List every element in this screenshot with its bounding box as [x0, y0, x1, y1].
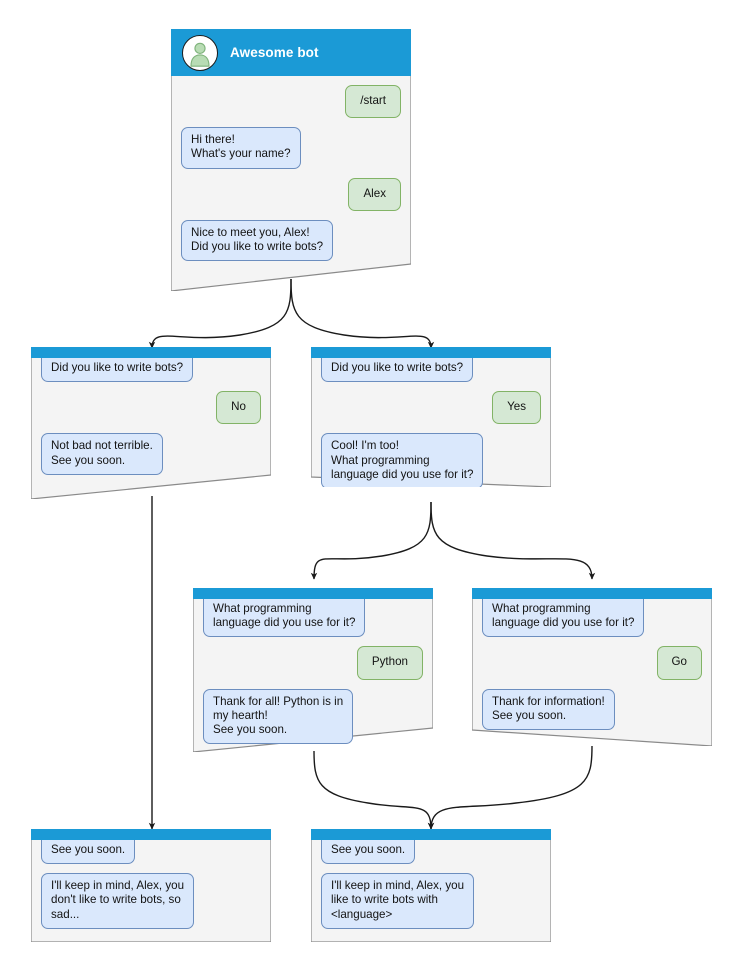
card-no-branch-chat: Did you like to write bots? No Not bad n… [31, 358, 271, 494]
card-root-header: Awesome bot [171, 29, 411, 76]
card-root-content: Awesome bot /start Hi there! What's your… [171, 29, 411, 291]
bot-message-bubble: What programming language did you use fo… [482, 599, 645, 638]
card-end-sad-chat: See you soon. I'll keep in mind, Alex, y… [31, 840, 271, 942]
message-row: Did you like to write bots? [321, 358, 541, 383]
bot-message-bubble: What programming language did you use fo… [203, 599, 366, 638]
user-message-bubble: Yes [492, 391, 541, 425]
message-row: Go [482, 646, 712, 680]
user-message-bubble: No [216, 391, 261, 425]
edge-root-to-no [148, 278, 292, 349]
message-row: Did you like to write bots? [41, 358, 261, 383]
card-go-branch-chat: What programming language did you use fo… [472, 599, 712, 746]
card-end-happy[interactable]: See you soon. I'll keep in mind, Alex, y… [311, 829, 551, 942]
card-no-branch-header [31, 347, 271, 358]
edge-go-to-end-happy [427, 745, 593, 830]
card-yes-branch-header [311, 347, 551, 358]
message-row: Yes [321, 391, 551, 425]
message-row: Alex [181, 177, 411, 211]
card-yes-branch-content: Did you like to write bots? Yes Cool! I'… [311, 347, 551, 487]
message-row: See you soon. [41, 840, 261, 865]
message-row: Not bad not terrible. See you soon. [41, 433, 261, 475]
bot-message-bubble: Not bad not terrible. See you soon. [41, 433, 163, 475]
message-row: I'll keep in mind, Alex, you like to wri… [321, 873, 541, 929]
message-row: Nice to meet you, Alex! Did you like to … [181, 219, 401, 262]
bot-message-bubble: Did you like to write bots? [321, 358, 474, 383]
card-go-branch-header [472, 588, 712, 599]
bot-message-bubble: Cool! I'm too! What programming language… [321, 433, 484, 487]
bot-message-bubble: See you soon. [321, 840, 416, 865]
message-row: Thank for all! Python is in my hearth! S… [203, 688, 423, 745]
card-root[interactable]: Awesome bot /start Hi there! What's your… [171, 29, 411, 291]
bot-message-bubble: See you soon. [41, 840, 136, 865]
card-end-sad-content: See you soon. I'll keep in mind, Alex, y… [31, 829, 271, 942]
message-row: I'll keep in mind, Alex, you don't like … [41, 873, 261, 929]
message-row: What programming language did you use fo… [203, 599, 423, 638]
card-python-branch-header [193, 588, 433, 599]
bot-message-bubble: Hi there! What's your name? [181, 127, 301, 169]
edge-yes-to-python [310, 501, 432, 580]
bot-message-bubble: Did you like to write bots? [41, 358, 194, 383]
edge-root-to-yes [290, 278, 435, 349]
bot-message-bubble: I'll keep in mind, Alex, you like to wri… [321, 873, 475, 929]
user-message-bubble: /start [345, 85, 401, 119]
message-row: Thank for information! See you soon. [482, 688, 702, 731]
message-row: Python [203, 646, 433, 680]
bot-message-bubble: I'll keep in mind, Alex, you don't like … [41, 873, 195, 929]
message-row: No [41, 391, 271, 425]
message-row: See you soon. [321, 840, 541, 865]
card-python-branch-chat: What programming language did you use fo… [193, 599, 433, 752]
message-row: /start [181, 85, 411, 119]
card-go-branch-content: What programming language did you use fo… [472, 588, 712, 746]
card-no-branch-content: Did you like to write bots? No Not bad n… [31, 347, 271, 499]
message-row: What programming language did you use fo… [482, 599, 702, 638]
user-message-bubble: Python [356, 646, 423, 680]
card-end-happy-header [311, 829, 551, 840]
card-root-chat: /start Hi there! What's your name? Alex … [171, 76, 411, 280]
card-end-happy-chat: See you soon. I'll keep in mind, Alex, y… [311, 840, 551, 942]
edge-yes-to-go [430, 501, 596, 580]
card-yes-branch[interactable]: Did you like to write bots? Yes Cool! I'… [311, 347, 551, 487]
bot-message-bubble: Thank for all! Python is in my hearth! S… [203, 688, 354, 745]
user-message-bubble: Go [656, 646, 702, 680]
card-go-branch[interactable]: What programming language did you use fo… [472, 588, 712, 746]
edge-python-to-end-happy [313, 750, 435, 830]
bot-message-bubble: Nice to meet you, Alex! Did you like to … [181, 219, 334, 262]
card-root-title: Awesome bot [230, 45, 319, 60]
card-end-sad-header [31, 829, 271, 840]
card-end-sad[interactable]: See you soon. I'll keep in mind, Alex, y… [31, 829, 271, 942]
message-row: Cool! I'm too! What programming language… [321, 433, 541, 487]
bot-message-bubble: Thank for information! See you soon. [482, 688, 615, 731]
card-yes-branch-chat: Did you like to write bots? Yes Cool! I'… [311, 358, 551, 487]
user-message-bubble: Alex [348, 177, 401, 211]
card-no-branch[interactable]: Did you like to write bots? No Not bad n… [31, 347, 271, 499]
card-end-happy-content: See you soon. I'll keep in mind, Alex, y… [311, 829, 551, 942]
card-python-branch-content: What programming language did you use fo… [193, 588, 433, 752]
card-python-branch[interactable]: What programming language did you use fo… [193, 588, 433, 752]
person-avatar-icon [182, 34, 218, 71]
message-row: Hi there! What's your name? [181, 127, 401, 169]
